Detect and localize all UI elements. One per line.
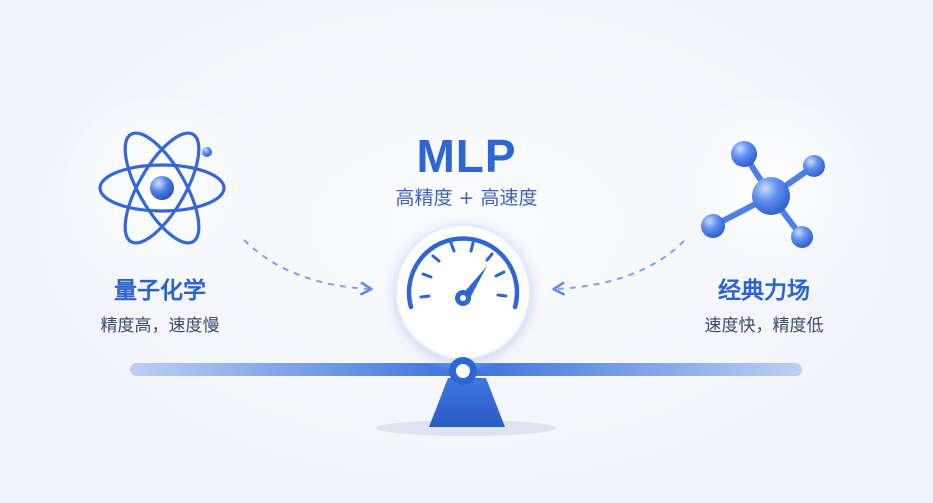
base-shadow bbox=[376, 420, 556, 436]
molecule-icon bbox=[701, 141, 825, 248]
balance-base bbox=[429, 378, 505, 427]
atom-icon bbox=[98, 131, 226, 245]
right-title: 经典力场 bbox=[718, 278, 810, 304]
center-title: MLP bbox=[416, 130, 517, 182]
left-subtitle: 精度高，速度慢 bbox=[100, 316, 220, 336]
balance-pivot bbox=[449, 357, 477, 385]
speedometer-dial bbox=[406, 236, 520, 310]
right-arrow bbox=[552, 240, 685, 296]
left-arrow bbox=[243, 239, 373, 296]
center-subtitle: 高精度 + 高速度 bbox=[395, 187, 538, 209]
right-subtitle: 速度快，精度低 bbox=[704, 316, 824, 336]
left-title: 量子化学 bbox=[114, 278, 206, 304]
